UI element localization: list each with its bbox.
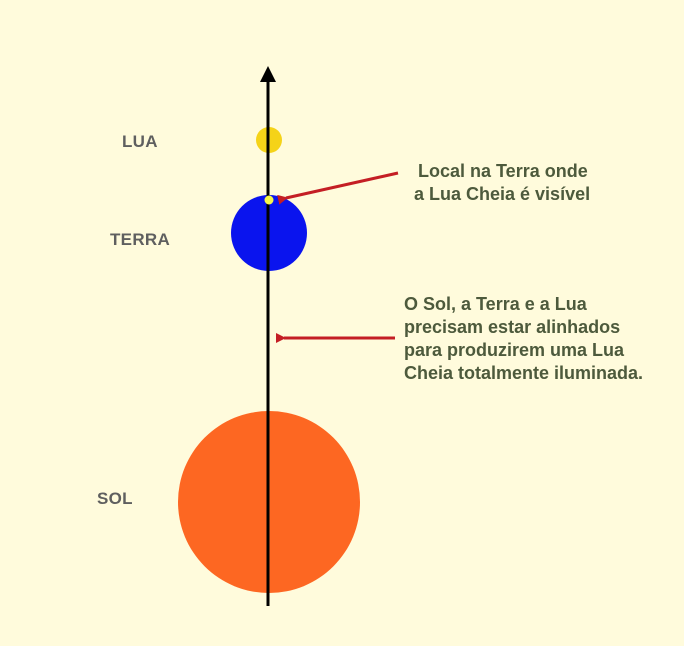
location-annotation-line: a Lua Cheia é visível [414, 184, 591, 204]
axis-arrowhead [260, 66, 276, 82]
alignment-annotation: O Sol, a Terra e a Lua precisam estar al… [404, 293, 643, 385]
observer-spot [264, 195, 274, 205]
alignment-annotation-line: O Sol, a Terra e a Lua [404, 294, 587, 314]
moon-label: LUA [122, 132, 158, 151]
alignment-annotation-line: Cheia totalmente iluminada. [404, 363, 644, 383]
sun-label: SOL [97, 489, 133, 508]
alignment-annotation-line: precisam estar alinhados [404, 317, 621, 337]
location-annotation-line: Local na Terra onde [418, 161, 588, 181]
location-pointer-arrow [277, 171, 399, 205]
location-annotation: Local na Terra onde a Lua Cheia é visíve… [414, 160, 590, 206]
earth-label: TERRA [110, 230, 171, 249]
alignment-annotation-line: para produzirem uma Lua [404, 340, 625, 360]
